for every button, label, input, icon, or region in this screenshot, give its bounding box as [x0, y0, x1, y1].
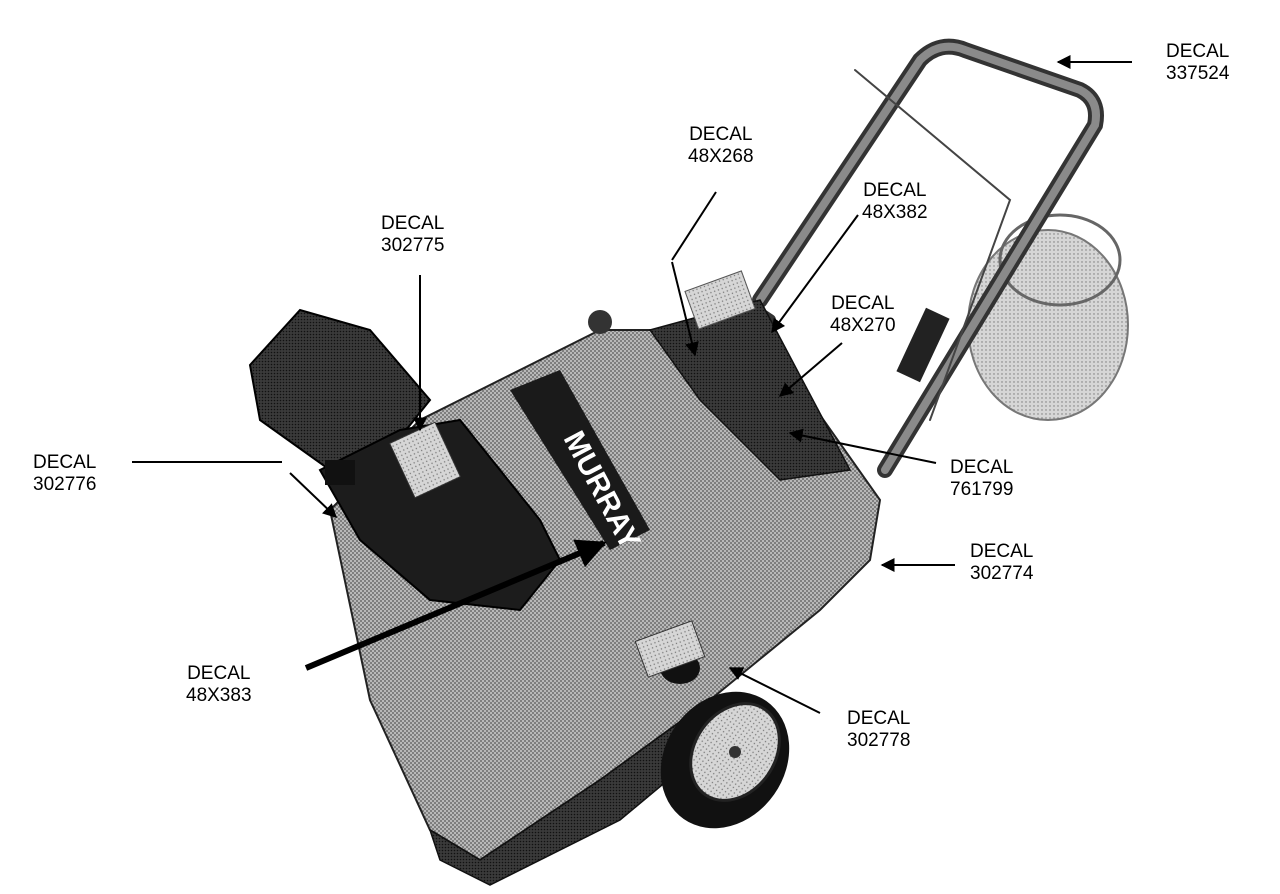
callout-761799-title: DECAL	[950, 457, 1014, 478]
callout-48x382-title: DECAL	[863, 180, 927, 201]
handle-bar	[694, 38, 1104, 478]
leader-302776	[289, 472, 338, 518]
leader-761799	[788, 428, 937, 464]
leader-48x270	[778, 342, 843, 397]
leader-48x382	[771, 214, 859, 334]
callout-302776-part: 302776	[33, 474, 97, 495]
callout-48x270-part: 48X270	[830, 315, 896, 336]
callout-48x383-title: DECAL	[187, 663, 251, 684]
leader-302778	[728, 667, 821, 714]
callout-337524-title: DECAL	[1166, 41, 1230, 62]
callout-48x268-part: 48X268	[688, 146, 754, 167]
callout-302778-part: 302778	[847, 730, 911, 751]
callout-302775-title: DECAL	[381, 213, 445, 234]
leader-48x383	[304, 539, 607, 671]
callout-302774-part: 302774	[970, 563, 1034, 584]
callout-761799: DECAL 761799	[950, 457, 1013, 501]
leader-48x268-top	[671, 191, 717, 261]
callout-302776-title: DECAL	[33, 452, 97, 473]
callout-48x382-part: 48X382	[862, 202, 928, 223]
callout-302776: DECAL 302776	[33, 452, 96, 496]
wheel	[660, 691, 790, 829]
callout-48x382: DECAL 48X382	[862, 180, 928, 224]
callout-337524-part: 337524	[1166, 63, 1230, 84]
rear-bag	[967, 213, 1129, 421]
callout-337524: DECAL 337524	[1166, 41, 1229, 85]
callout-302775: DECAL 302775	[381, 213, 444, 257]
leader-48x268	[671, 261, 699, 357]
callout-302778: DECAL 302778	[847, 708, 910, 752]
callout-761799-part: 761799	[950, 479, 1014, 500]
leader-lines	[132, 55, 1132, 714]
callout-48x383: DECAL 48X383	[186, 663, 252, 707]
callout-302774-title: DECAL	[970, 541, 1034, 562]
callout-48x383-part: 48X383	[186, 685, 252, 706]
callout-48x270-title: DECAL	[831, 293, 895, 314]
callout-48x268-title: DECAL	[689, 124, 753, 145]
callout-48x268: DECAL 48X268	[688, 124, 754, 168]
callout-302778-title: DECAL	[847, 708, 911, 729]
callout-302774: DECAL 302774	[970, 541, 1033, 585]
callout-48x270: DECAL 48X270	[830, 293, 896, 337]
callout-302775-part: 302775	[381, 235, 445, 256]
